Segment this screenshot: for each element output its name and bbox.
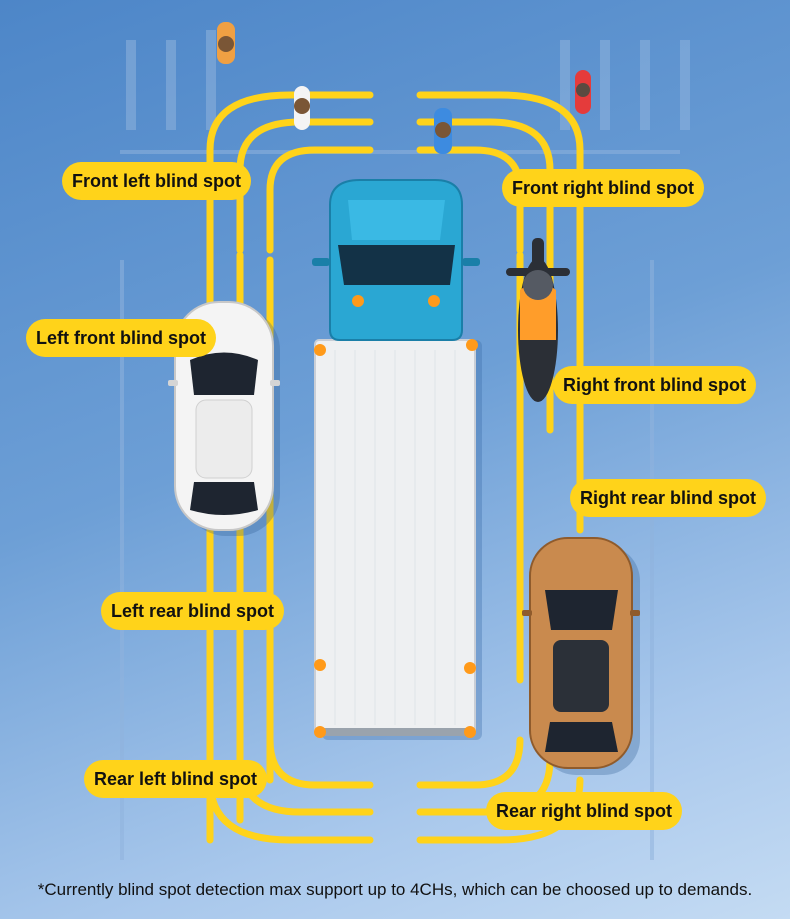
sensor-front-left — [314, 344, 326, 356]
left-sedan — [168, 301, 280, 536]
sensor-back-right — [464, 726, 476, 738]
background-riders — [217, 22, 591, 154]
label-right-rear-blind-spot: Right rear blind spot — [570, 479, 767, 517]
truck — [312, 179, 482, 740]
sensor-rear-left — [314, 659, 326, 671]
label-front-right-blind-spot: Front right blind spot — [502, 169, 704, 207]
sensor-cab-right — [428, 295, 440, 307]
sensor-cab-left — [352, 295, 364, 307]
sensor-front-right — [466, 339, 478, 351]
sensor-back-left — [314, 726, 326, 738]
rider-orange — [217, 22, 235, 64]
rider-red — [575, 70, 591, 114]
rider-white — [294, 86, 310, 130]
sensor-rear-right — [464, 662, 476, 674]
label-rear-right-blind-spot: Rear right blind spot — [486, 792, 683, 830]
label-right-front-blind-spot: Right front blind spot — [553, 366, 756, 404]
label-front-left-blind-spot: Front left blind spot — [62, 162, 251, 200]
motorcycle-rider — [506, 238, 570, 402]
right-suv — [522, 537, 640, 775]
rider-blue — [434, 108, 452, 154]
label-rear-left-blind-spot: Rear left blind spot — [84, 760, 268, 798]
label-left-rear-blind-spot: Left rear blind spot — [101, 592, 285, 630]
sensors — [314, 295, 478, 738]
label-left-front-blind-spot: Left front blind spot — [26, 319, 216, 357]
footnote: *Currently blind spot detection max supp… — [37, 880, 753, 899]
lane-markings — [120, 30, 690, 860]
